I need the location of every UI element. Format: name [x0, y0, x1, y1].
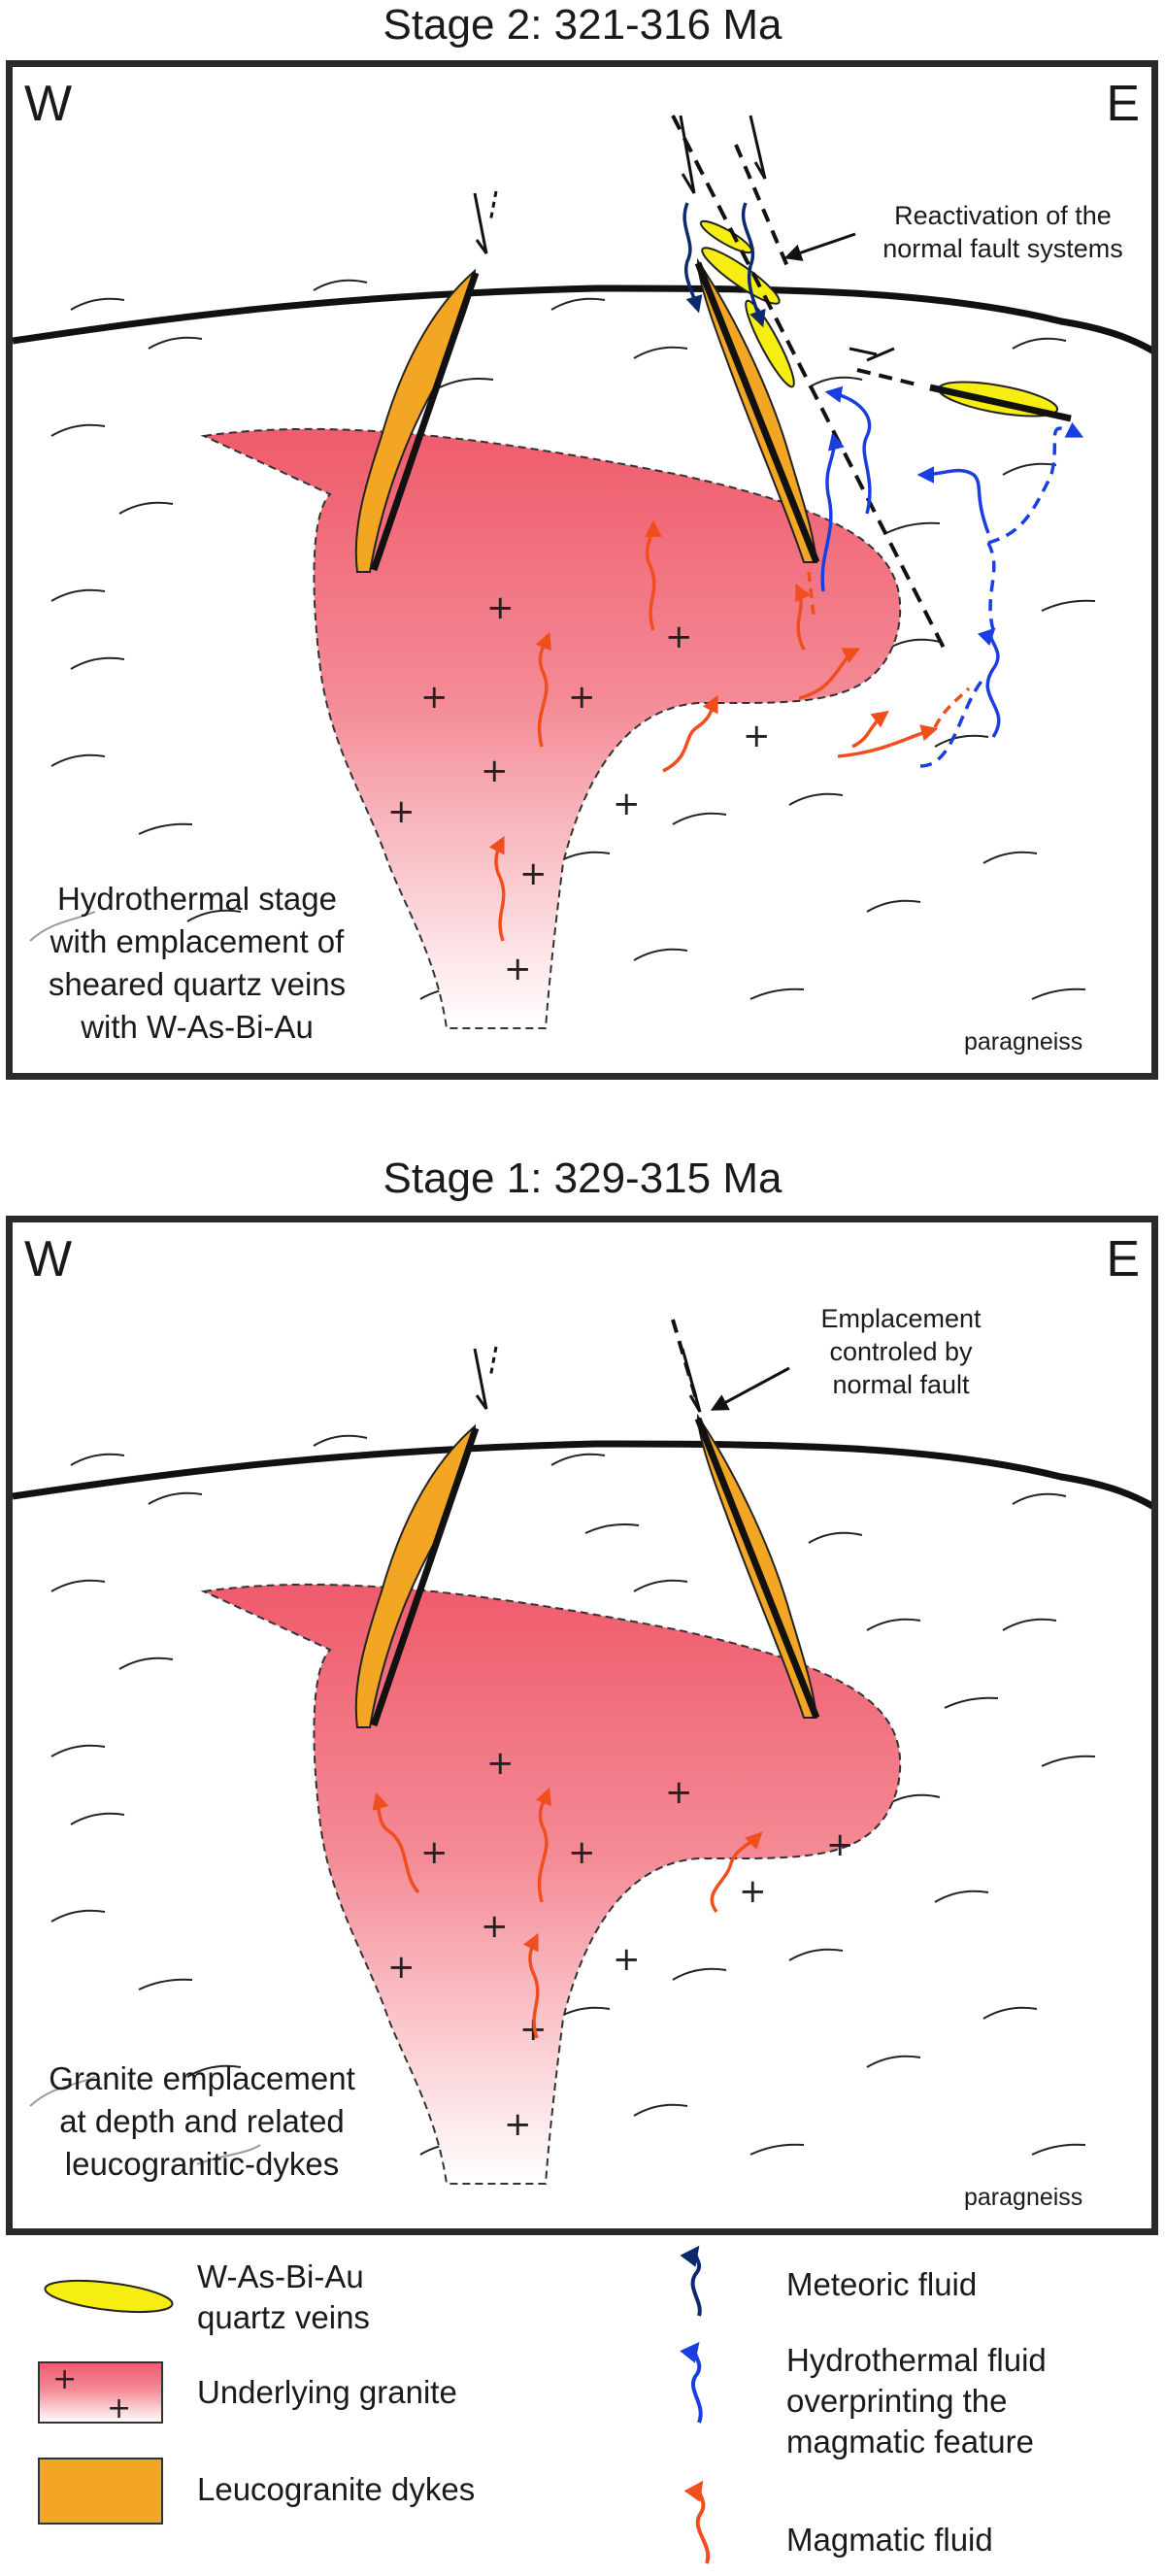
normal-fault-arrow-icon: [749, 115, 767, 180]
stage1-cross-section: +++ +++ +++++: [13, 1319, 1151, 2185]
legend-meteoric-label: Meteoric fluid: [786, 2266, 978, 2302]
meteoric-fluid-arrow: [682, 202, 703, 314]
granite-swatch: [38, 2361, 163, 2424]
east-fault: [694, 1417, 820, 1720]
svg-text:+: +: [743, 717, 771, 755]
magmatic-fluid-arrows: [372, 1787, 763, 2039]
svg-text:+: +: [387, 792, 416, 831]
west-fault: [370, 1426, 480, 1727]
svg-text:+: +: [107, 2392, 131, 2425]
hydrothermal-fluid-path: [919, 677, 985, 768]
caption-leader: [29, 2076, 96, 2107]
svg-text:+: +: [519, 854, 548, 893]
svg-text:+: +: [504, 950, 532, 988]
quartz-vein-swatch: [44, 2279, 174, 2314]
hydrothermal-fluid-icon: [680, 2341, 703, 2424]
paragneiss-label: paragneiss: [964, 1028, 1083, 1055]
svg-text:+: +: [613, 1940, 641, 1979]
east-vein-fault: [929, 384, 1072, 422]
magmatic-fluid-arrows: [488, 519, 939, 942]
emplacement-annotation-arrow: [710, 1366, 790, 1411]
svg-text:+: +: [665, 1773, 693, 1812]
hydrothermal-fluid-path: [987, 421, 1084, 545]
svg-text:+: +: [52, 2362, 77, 2396]
granite-body: [200, 427, 902, 1029]
reactivation-annotation-arrow: [783, 232, 856, 261]
east-vein-fault-dashed: [856, 368, 921, 387]
caption-leader: [29, 911, 96, 942]
svg-text:+: +: [486, 1744, 515, 1783]
quartz-vein: [701, 247, 781, 305]
ground-surface: [13, 284, 1151, 354]
hydrothermal-fluid-path: [986, 542, 996, 631]
legend-dykes-label: Leucogranite dykes: [197, 2471, 476, 2507]
east-label: E: [1106, 1231, 1140, 1288]
svg-text:+: +: [826, 1825, 854, 1864]
stage1-title: Stage 1: 329-315 Ma: [383, 1154, 782, 1202]
normal-fault-arrow-icon: [679, 115, 696, 194]
caption-leader: [196, 2144, 261, 2165]
fault-trace-icon: [488, 1346, 498, 1379]
normal-fault-arrow-icon: [473, 192, 488, 254]
svg-text:+: +: [387, 1948, 416, 1987]
fault-trace-icon: [488, 190, 498, 223]
svg-text:+: +: [613, 785, 641, 823]
east-fault: [694, 261, 820, 564]
stage2-cross-section: + + + + + + + + + +: [13, 115, 1151, 1029]
svg-text:+: +: [568, 678, 596, 717]
legend-granite-label: Underlying granite: [197, 2374, 457, 2410]
dyke-swatch: [38, 2458, 163, 2525]
svg-text:+: +: [486, 588, 515, 627]
stage2-title: Stage 2: 321-316 Ma: [383, 1, 782, 49]
granite-crosses: + + + + + + + + + +: [387, 588, 771, 988]
west-fault: [370, 271, 480, 572]
granite-body: [200, 1583, 902, 2185]
svg-text:+: +: [420, 1833, 449, 1872]
hydrothermal-fluid-arrow: [824, 385, 872, 515]
east-label: E: [1106, 76, 1140, 132]
meteoric-fluid-arrow: [741, 202, 766, 328]
svg-text:+: +: [739, 1872, 767, 1911]
granite-crosses: +++ +++ +++++: [387, 1744, 854, 2144]
stage2-panel: + + + + + + + + + +: [6, 60, 1158, 1080]
svg-text:+: +: [420, 678, 449, 717]
west-label: W: [24, 1231, 73, 1288]
magmatic-fluid-icon: [683, 2480, 711, 2564]
svg-text:+: +: [568, 1833, 596, 1872]
ground-surface: [13, 1440, 1151, 1510]
svg-text:+: +: [481, 1907, 509, 1946]
hydrothermal-fluid-arrow: [977, 627, 1001, 738]
west-label: W: [24, 76, 73, 132]
hydrothermal-fluid-arrow: [916, 466, 990, 534]
svg-text:+: +: [665, 618, 693, 656]
magmatic-fluid-path: [807, 571, 816, 617]
legend-symbols: + +: [38, 2245, 711, 2564]
hydrothermal-fluid-arrow: [820, 432, 845, 592]
normal-fault-arrow-icon: [681, 1348, 702, 1413]
legend-magmatic-label: Magmatic fluid: [786, 2522, 993, 2558]
meteoric-fluid-icon: [680, 2245, 702, 2317]
paragneiss-label: paragneiss: [964, 2184, 1083, 2211]
magmatic-fluid-path: [933, 686, 971, 728]
svg-text:+: +: [481, 752, 509, 790]
normal-fault-arrow-icon: [473, 1348, 488, 1410]
shear-sense-icon: [849, 347, 895, 362]
svg-text:+: +: [504, 2105, 532, 2144]
